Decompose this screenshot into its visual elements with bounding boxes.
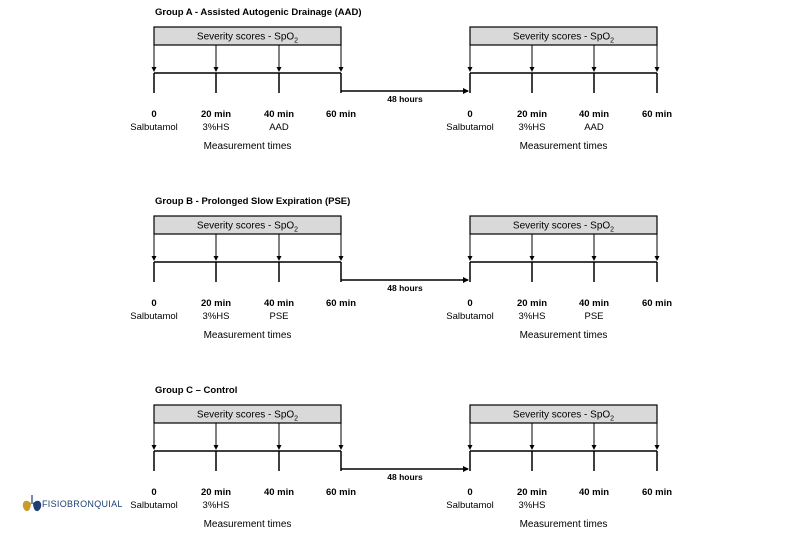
tick-time-label: 20 min — [517, 298, 547, 309]
tick-time-label: 0 — [151, 298, 156, 309]
severity-box — [153, 404, 342, 424]
tick-intervention-label: Salbutamol — [130, 500, 178, 511]
tick-intervention-label: 3%HS — [519, 122, 546, 133]
tick-intervention-label: PSE — [269, 311, 288, 322]
measurement-times-label: Measurement times — [204, 141, 292, 152]
measurement-times-label: Measurement times — [520, 141, 608, 152]
group-title: Group A - Assisted Autogenic Drainage (A… — [155, 7, 362, 18]
tick-time-label: 0 — [151, 109, 156, 120]
tick-time-label: 20 min — [201, 487, 231, 498]
tick-time-label: 20 min — [517, 109, 547, 120]
tick-time-label: 0 — [151, 487, 156, 498]
lungs-icon — [22, 495, 42, 512]
severity-box — [469, 215, 658, 235]
tick-intervention-label: 3%HS — [203, 122, 230, 133]
tick-intervention-label: Salbutamol — [130, 311, 178, 322]
tick-time-label: 60 min — [642, 487, 672, 498]
severity-label: Severity scores - SpO2 — [197, 32, 298, 45]
tick-intervention-label: Salbutamol — [446, 311, 494, 322]
group-b: Group B - Prolonged Slow Expiration (PSE… — [130, 196, 672, 341]
interval-label: 48 hours — [387, 283, 423, 293]
severity-box — [153, 26, 342, 46]
tick-time-label: 60 min — [642, 109, 672, 120]
interval-label: 48 hours — [387, 94, 423, 104]
measurement-times-label: Measurement times — [204, 330, 292, 341]
tick-time-label: 60 min — [326, 109, 356, 120]
tick-time-label: 60 min — [326, 298, 356, 309]
tick-intervention-label: Salbutamol — [446, 122, 494, 133]
tick-time-label: 60 min — [642, 298, 672, 309]
logo-text: FISIOBRONQUIAL — [42, 499, 123, 509]
tick-intervention-label: 3%HS — [519, 500, 546, 511]
measurement-times-label: Measurement times — [204, 519, 292, 530]
group-title: Group C – Control — [155, 385, 237, 396]
group-title: Group B - Prolonged Slow Expiration (PSE… — [155, 196, 350, 207]
interval-label: 48 hours — [387, 472, 423, 482]
tick-time-label: 40 min — [264, 109, 294, 120]
tick-intervention-label: 3%HS — [203, 311, 230, 322]
tick-time-label: 40 min — [579, 298, 609, 309]
tick-time-label: 0 — [467, 298, 472, 309]
severity-box — [153, 215, 342, 235]
tick-time-label: 40 min — [264, 487, 294, 498]
tick-time-label: 40 min — [579, 487, 609, 498]
severity-label: Severity scores - SpO2 — [197, 221, 298, 234]
tick-intervention-label: AAD — [269, 122, 289, 133]
tick-time-label: 20 min — [201, 298, 231, 309]
severity-label: Severity scores - SpO2 — [513, 410, 614, 423]
tick-intervention-label: PSE — [584, 311, 603, 322]
measurement-times-label: Measurement times — [520, 519, 608, 530]
tick-time-label: 20 min — [201, 109, 231, 120]
tick-time-label: 20 min — [517, 487, 547, 498]
tick-intervention-label: 3%HS — [203, 500, 230, 511]
tick-intervention-label: AAD — [584, 122, 604, 133]
severity-label: Severity scores - SpO2 — [197, 410, 298, 423]
tick-time-label: 40 min — [579, 109, 609, 120]
group-a: Group A - Assisted Autogenic Drainage (A… — [130, 7, 672, 152]
tick-intervention-label: Salbutamol — [446, 500, 494, 511]
measurement-times-label: Measurement times — [520, 330, 608, 341]
tick-time-label: 0 — [467, 487, 472, 498]
tick-intervention-label: Salbutamol — [130, 122, 178, 133]
severity-box — [469, 404, 658, 424]
severity-label: Severity scores - SpO2 — [513, 221, 614, 234]
tick-time-label: 0 — [467, 109, 472, 120]
severity-box — [469, 26, 658, 46]
tick-time-label: 40 min — [264, 298, 294, 309]
tick-time-label: 60 min — [326, 487, 356, 498]
tick-intervention-label: 3%HS — [519, 311, 546, 322]
severity-label: Severity scores - SpO2 — [513, 32, 614, 45]
fisiobronquial-logo: FISIOBRONQUIAL — [22, 495, 123, 512]
